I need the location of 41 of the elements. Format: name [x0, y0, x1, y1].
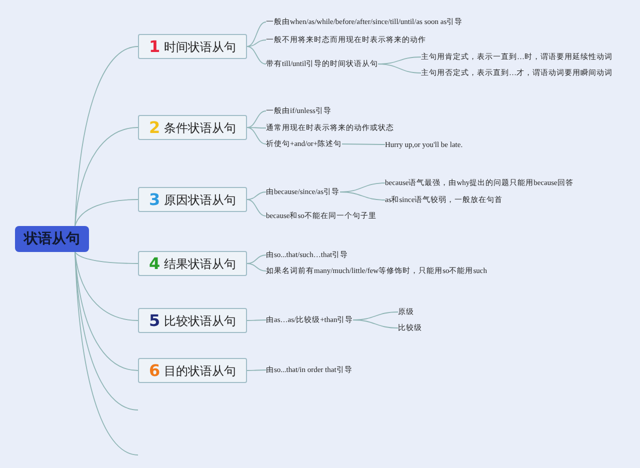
- section-number: 6: [149, 360, 160, 380]
- section-number: 2: [149, 118, 160, 136]
- connector-line: [74, 252, 138, 456]
- topic-label: 结果状语从句: [164, 256, 236, 270]
- topic-box: [138, 114, 248, 140]
- connector-line: [246, 254, 266, 264]
- connector-line: [246, 127, 266, 128]
- connector-line: [378, 64, 422, 74]
- connector-line: [74, 46, 138, 226]
- connector-line: [246, 199, 266, 216]
- topic-label: 条件状语从句: [164, 120, 236, 134]
- connector-line: [246, 22, 266, 47]
- topic-label: 原因状语从句: [164, 192, 236, 206]
- topic-box: [138, 186, 248, 212]
- central-topic-box: 状语从句: [15, 226, 89, 252]
- connector-line: [246, 40, 266, 47]
- section-number: 3: [149, 190, 160, 208]
- section-number: 4: [149, 254, 160, 272]
- topic-label: 时间状语从句: [164, 40, 236, 54]
- topic-box: [138, 250, 248, 276]
- connector-line: [246, 127, 266, 144]
- connector-line: [246, 110, 266, 128]
- connector-line: [246, 46, 266, 64]
- connector-line: [340, 192, 386, 200]
- section-number: 5: [149, 310, 160, 330]
- topic-box: [138, 308, 248, 332]
- connector-line: [246, 263, 266, 272]
- connector-line: [74, 252, 138, 264]
- connector-line: [74, 199, 138, 226]
- connector-line: [246, 320, 266, 321]
- connector-line: [74, 127, 138, 226]
- connector-line: [342, 144, 386, 145]
- connector-line: [246, 370, 266, 371]
- topic-box: [138, 34, 248, 58]
- section-number: 1: [149, 36, 160, 56]
- topic-box: [138, 358, 248, 382]
- connector-line: [246, 192, 266, 200]
- topic-label: 目的状语从句: [164, 364, 236, 378]
- topic-label: 比较状语从句: [164, 314, 236, 328]
- connector-line: [352, 320, 398, 328]
- connector-line: [74, 252, 138, 321]
